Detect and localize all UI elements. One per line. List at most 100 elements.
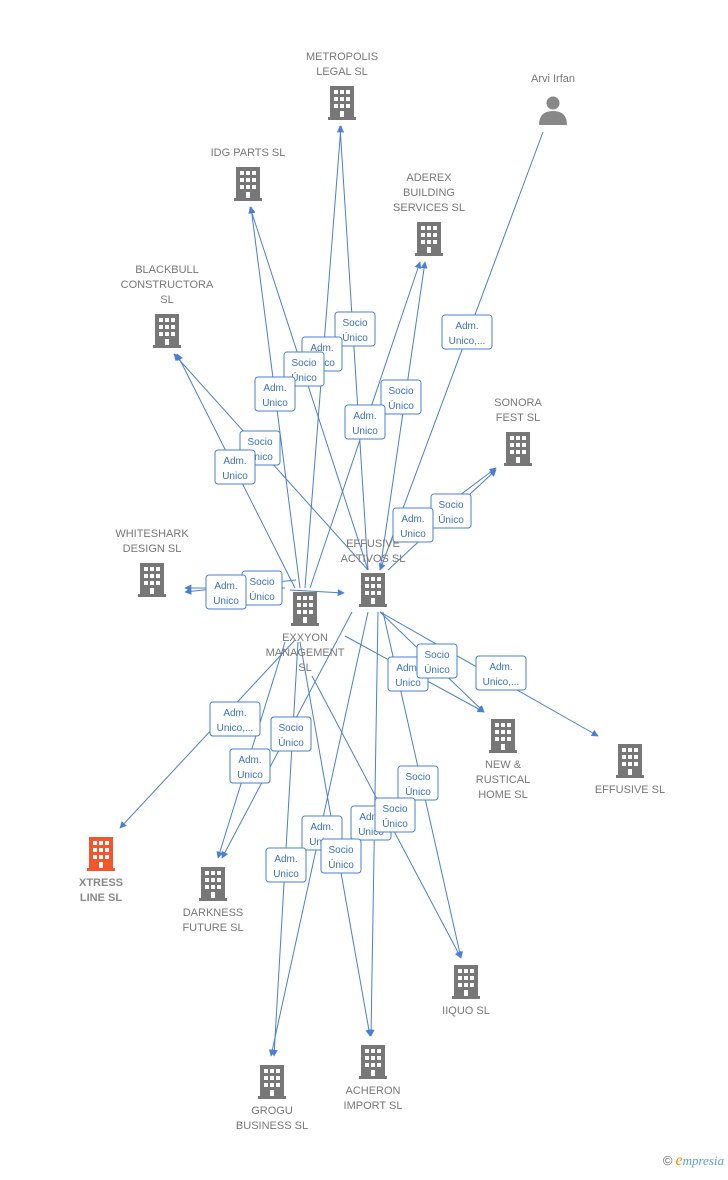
badge-label: Adm.: [274, 854, 297, 865]
badge-label: Único: [388, 399, 414, 412]
badge-label: Socio: [291, 358, 316, 369]
building-icon: [258, 1065, 286, 1099]
node-label: METROPOLIS: [306, 51, 378, 63]
node-label: ACHERON: [345, 1085, 400, 1097]
node-label: WHITESHARK: [115, 528, 189, 540]
copyright-symbol: ©: [662, 1153, 673, 1168]
node-arvi[interactable]: Arvi Irfan: [531, 73, 575, 125]
badge-label: Adm.: [489, 662, 512, 673]
relation-edge: [289, 589, 345, 597]
node-label: SERVICES SL: [393, 202, 465, 214]
node-label: SL: [298, 662, 311, 674]
node-label: ADEREX: [406, 172, 452, 184]
building-icon: [291, 592, 319, 626]
brand-name: mpresia: [682, 1153, 724, 1168]
badge-label: Unico: [400, 529, 426, 540]
relation-edge: [336, 125, 369, 571]
relation-badge[interactable]: Adm.Unico: [392, 507, 434, 543]
node-label: IDG PARTS SL: [211, 147, 286, 159]
badge-label: Socio: [438, 500, 463, 511]
relation-badge[interactable]: Adm.Unico: [214, 449, 256, 485]
node-label: RUSTICAL: [476, 774, 530, 786]
badge-label: Único: [278, 736, 304, 749]
badge-label: Único: [342, 331, 368, 344]
relation-badge[interactable]: Adm. Unico: [265, 847, 307, 883]
node-xtress[interactable]: XTRESS LINE SL: [79, 837, 123, 904]
node-label: IMPORT SL: [344, 1100, 403, 1112]
node-label: FEST SL: [496, 412, 540, 424]
node-label: HOME SL: [478, 789, 528, 801]
building-icon: [359, 1045, 387, 1079]
node-iiquo[interactable]: IIQUO SL: [442, 965, 490, 1017]
badge-label: Unico: [358, 827, 384, 838]
badge-label: Unico,...: [217, 723, 254, 734]
badge-label: Adm.: [310, 343, 333, 354]
node-idg[interactable]: IDG PARTS SL: [211, 147, 286, 201]
badge-label: Unico: [273, 869, 299, 880]
node-label: CONSTRUCTORA: [121, 279, 214, 291]
node-label: EXXYON: [282, 632, 328, 644]
badge-label: Unico: [395, 678, 421, 689]
node-acheron[interactable]: ACHERON IMPORT SL: [344, 1045, 403, 1112]
node-label: IIQUO SL: [442, 1005, 490, 1017]
node-label: XTRESS: [79, 877, 123, 889]
node-label: EFFUSIVE SL: [595, 784, 665, 796]
relation-badge[interactable]: Adm.Unico,...: [209, 701, 261, 737]
badge-label: Unico,...: [483, 677, 520, 688]
person-icon: [539, 96, 567, 125]
building-icon: [234, 167, 262, 201]
node-label: MANAGEMENT: [266, 647, 345, 659]
node-label: SONORA: [494, 397, 542, 409]
badges-layer: SocioÚnicoAdm.UnicoSocioÚnicoAdm.UnicoAd…: [205, 311, 527, 883]
node-label: BLACKBULL: [135, 264, 199, 276]
badge-label: Socio: [278, 723, 303, 734]
relation-badge[interactable]: Adm.Unico,...: [441, 314, 493, 350]
node-label: DARKNESS: [183, 907, 244, 919]
relation-badge[interactable]: Adm. Unico,...: [475, 655, 527, 691]
node-label: Arvi Irfan: [531, 73, 575, 85]
badge-label: Unico: [352, 426, 378, 437]
badge-label: Adm.: [396, 663, 419, 674]
relation-badge[interactable]: Adm.Unico: [229, 748, 271, 784]
badge-label: Socio: [328, 845, 353, 856]
badge-label: Único: [438, 513, 464, 526]
building-icon: [199, 867, 227, 901]
brand-watermark[interactable]: ©empresia: [663, 1152, 724, 1170]
relation-badge[interactable]: Adm.Unico: [254, 376, 296, 412]
badge-label: Socio: [405, 772, 430, 783]
node-effusive[interactable]: EFFUSIVE SL: [595, 744, 665, 796]
badge-label: Socio: [382, 804, 407, 815]
badge-label: Adm.: [214, 581, 237, 592]
relation-badge[interactable]: Adm. Unico: [205, 574, 247, 610]
building-icon: [452, 965, 480, 999]
node-label: LINE SL: [80, 892, 122, 904]
badge-label: Adm.: [310, 822, 333, 833]
building-icon: [504, 432, 532, 466]
relation-badge[interactable]: Adm.Unico: [344, 404, 386, 440]
node-label: EFFUSIVE: [346, 538, 400, 550]
badge-label: Único: [249, 590, 275, 603]
node-label: GROGU: [251, 1105, 293, 1117]
badge-label: Unico: [213, 596, 239, 607]
node-sonora[interactable]: SONORA FEST SL: [494, 397, 542, 466]
node-exxyon[interactable]: EXXYON MANAGEMENT SL: [266, 592, 345, 674]
